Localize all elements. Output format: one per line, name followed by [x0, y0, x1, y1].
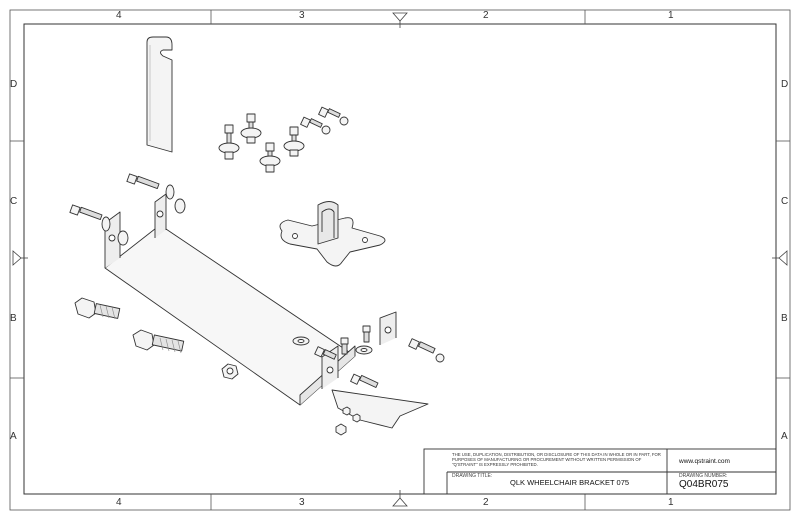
website: www.qstraint.com [679, 458, 730, 465]
large-bolt-1 [74, 297, 121, 320]
col-label-3-top: 3 [299, 10, 305, 21]
cap-screw-1 [362, 325, 371, 343]
title-block [423, 448, 777, 495]
large-bolt-2 [132, 329, 185, 354]
hardware-set-right [292, 325, 445, 436]
col-label-2-top: 2 [483, 10, 489, 21]
mount-plate [279, 201, 386, 267]
row-label-b-right: B [781, 313, 788, 324]
drawing-number-label: DRAWING NUMBER: [679, 473, 728, 479]
center-markers [12, 12, 788, 507]
drawing-number: Q04BR075 [679, 479, 729, 490]
row-label-d-right: D [781, 79, 789, 90]
hardware-set-top [218, 106, 349, 173]
shoulder-screw-3 [259, 142, 281, 173]
assembly-drawing [69, 36, 445, 436]
row-label-c-right: C [781, 196, 789, 207]
row-label-a-right: A [781, 431, 788, 442]
small-bolt-2 [318, 106, 349, 126]
row-label-c-left: C [10, 196, 18, 207]
zone-ticks [10, 10, 790, 510]
col-label-3-bottom: 3 [299, 497, 305, 508]
col-label-4-top: 4 [116, 10, 122, 21]
row-label-a-left: A [10, 431, 17, 442]
col-label-1-top: 1 [668, 10, 674, 21]
bolt-center [314, 346, 379, 388]
distribution-notice: THE USE, DUPLICATION, DISTRIBUTION, OR D… [452, 452, 661, 467]
bolt-right [408, 338, 445, 363]
cap-screw-2 [340, 337, 349, 355]
shoulder-screw-1 [218, 124, 240, 160]
col-label-4-bottom: 4 [116, 497, 122, 508]
drawing-title: QLK WHEELCHAIR BRACKET 075 [510, 478, 630, 487]
small-nuts [335, 406, 361, 436]
hex-nut [221, 363, 239, 380]
row-label-d-left: D [10, 79, 18, 90]
col-label-2-bottom: 2 [483, 497, 489, 508]
row-label-b-left: B [10, 313, 17, 324]
small-bolt-1 [300, 116, 331, 135]
drawing-title-label: DRAWING TITLE: [452, 473, 493, 479]
col-label-1-bottom: 1 [668, 497, 674, 508]
bolt-left-upper [126, 173, 186, 214]
shoulder-screw-4 [283, 126, 305, 157]
base-bracket [104, 193, 429, 429]
hook-plate [146, 36, 173, 153]
bolt-left-lower [69, 204, 129, 246]
outer-frame [9, 9, 791, 511]
shoulder-screw-2 [240, 113, 262, 144]
